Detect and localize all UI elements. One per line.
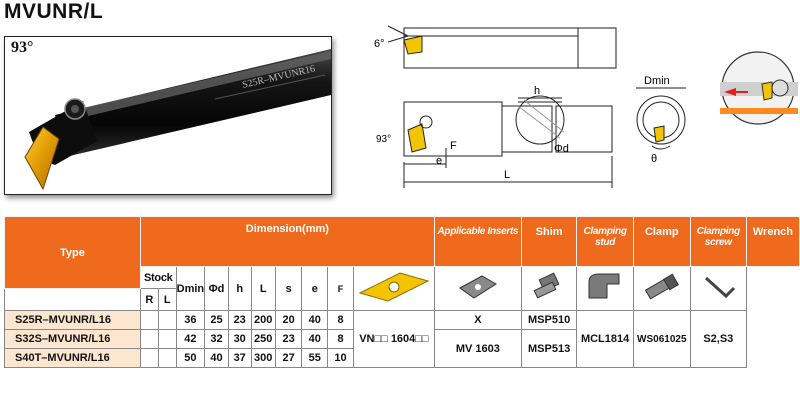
stock-L-cell xyxy=(157,329,177,349)
L-cell: 250 xyxy=(250,329,276,349)
product-photo: 93° S25R–MVUNR16 xyxy=(4,36,332,195)
e-cell: 55 xyxy=(301,348,329,368)
table-row: S40T–MVUNR/L16 50 40 37 300 27 55 10 xyxy=(4,348,800,368)
screw-image-cell xyxy=(632,266,691,311)
bore-detail-view xyxy=(720,51,798,125)
e-cell: 40 xyxy=(301,329,329,349)
type-header-spacer xyxy=(4,288,141,311)
dmin-cell: 42 xyxy=(175,329,206,349)
F-cell: 8 xyxy=(327,310,354,330)
angle-side-label: 93° xyxy=(376,134,391,145)
shim-icon xyxy=(458,275,497,299)
s-cell: 23 xyxy=(274,329,303,349)
technical-drawings: 6° h 93° F e Φd L Dmin θ xyxy=(374,25,798,188)
type-cell: S32S–MVUNR/L16 xyxy=(4,329,141,349)
subheader-L: L xyxy=(250,266,276,311)
subheader-stock: Stock xyxy=(139,266,177,289)
subheader-s: s xyxy=(274,266,303,311)
clamping-screw-icon xyxy=(644,273,679,300)
dmin-cell: 50 xyxy=(175,348,206,368)
stock-R-cell xyxy=(139,310,159,330)
subheader-dmin: Dmin xyxy=(175,266,206,311)
col-header-shim: Shim xyxy=(520,216,578,267)
clamp-image-cell xyxy=(576,266,634,311)
subheader-R: R xyxy=(139,288,159,311)
dim-e-label: e xyxy=(436,155,442,167)
stud-image-cell xyxy=(520,266,578,311)
d-cell: 25 xyxy=(204,310,229,330)
insert-icon xyxy=(358,272,430,302)
subheader-stock-L: L xyxy=(157,288,177,311)
insert-value-cell: VN□□ 1604□□ xyxy=(352,310,435,368)
dmin-cell: 36 xyxy=(175,310,206,330)
dim-dmin-label: Dmin xyxy=(644,75,670,87)
col-header-clamping-stud: Clamping stud xyxy=(576,216,634,267)
L-cell: 300 xyxy=(250,348,276,368)
col-header-clamping-screw: Clamping screw xyxy=(689,216,747,267)
angle-theta-label: θ xyxy=(651,153,657,165)
cross-section-drawing xyxy=(515,95,565,145)
stud-value-cell: MSP510 xyxy=(520,310,578,330)
shim-value-cell: X xyxy=(433,310,522,330)
dim-phi-d-label: Φd xyxy=(554,143,569,155)
col-header-dimension: Dimension(mm) xyxy=(139,216,435,267)
clamp-icon xyxy=(588,273,620,299)
boring-bar-illustration xyxy=(24,49,331,191)
col-header-inserts: Applicable Inserts xyxy=(433,216,522,267)
stock-L-cell xyxy=(157,348,177,368)
top-view-drawing xyxy=(387,25,617,69)
subheader-h: h xyxy=(227,266,252,311)
d-cell: 40 xyxy=(204,348,229,368)
page-title: MVUNR/L xyxy=(4,0,104,23)
d-cell: 32 xyxy=(204,329,229,349)
angle-top-label: 6° xyxy=(374,38,385,50)
col-header-clamp: Clamp xyxy=(632,216,691,267)
type-cell: S25R–MVUNR/L16 xyxy=(4,310,141,330)
col-header-type: Type xyxy=(4,216,141,289)
s-cell: 27 xyxy=(274,348,303,368)
stock-R-cell xyxy=(139,329,159,349)
L-cell: 200 xyxy=(250,310,276,330)
h-cell: 23 xyxy=(227,310,252,330)
dmin-end-view xyxy=(636,87,686,150)
stud-value-cell: MSP513 xyxy=(520,329,578,368)
dim-L-label: L xyxy=(504,169,510,181)
dim-F-label: F xyxy=(450,140,457,152)
subheader-e: e xyxy=(301,266,329,311)
subheader-F: F xyxy=(327,266,354,311)
h-cell: 37 xyxy=(227,348,252,368)
clamp-value-cell: MCL1814 xyxy=(576,310,634,368)
specification-table: Type Dimension(mm) Applicable Inserts Sh… xyxy=(4,216,800,368)
F-cell: 10 xyxy=(327,348,354,368)
hex-wrench-icon xyxy=(705,276,736,299)
table-row: S32S–MVUNR/L16 42 32 30 250 23 40 8 MV 1… xyxy=(4,329,800,368)
shim-image-cell xyxy=(433,266,522,311)
table-row: S25R–MVUNR/L16 36 25 23 200 20 40 8 VN□□… xyxy=(4,310,800,368)
col-header-wrench: Wrench xyxy=(745,216,800,267)
dim-h-label: h xyxy=(534,85,540,97)
e-cell: 40 xyxy=(301,310,329,330)
wrench-image-cell xyxy=(689,266,747,311)
wrench-value-cell: S2,S3 xyxy=(689,310,747,368)
shim-value-cell: MV 1603 xyxy=(433,329,522,368)
screw-value-cell: WS061025 xyxy=(632,310,691,368)
type-cell: S40T–MVUNR/L16 xyxy=(4,348,141,368)
stock-R-cell xyxy=(139,348,159,368)
s-cell: 20 xyxy=(274,310,303,330)
side-view-drawing xyxy=(403,101,613,188)
clamping-stud-icon xyxy=(533,272,560,299)
photo-angle-label: 93° xyxy=(11,39,34,56)
stock-L-cell xyxy=(157,310,177,330)
insert-image-cell xyxy=(352,266,435,311)
subheader-phi-d: Φd xyxy=(204,266,229,311)
F-cell: 8 xyxy=(327,329,354,349)
h-cell: 30 xyxy=(227,329,252,349)
